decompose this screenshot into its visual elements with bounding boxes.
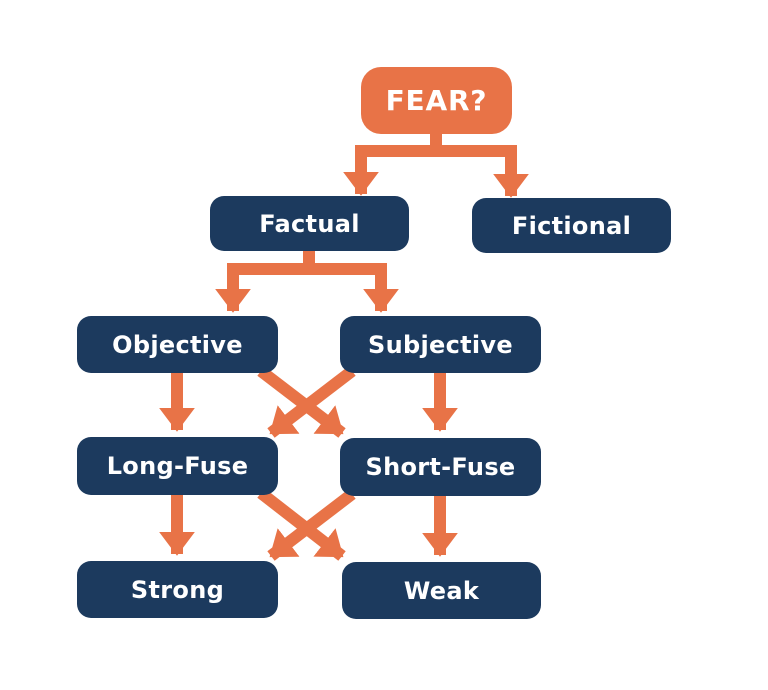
node-factual-label: Factual: [259, 209, 360, 238]
node-short-fuse: Short-Fuse: [340, 438, 541, 496]
node-long-fuse-label: Long-Fuse: [106, 452, 249, 480]
node-long-fuse: Long-Fuse: [77, 437, 278, 495]
node-fear: FEAR?: [361, 67, 512, 134]
node-subjective-label: Subjective: [368, 330, 513, 359]
node-strong: Strong: [77, 561, 278, 618]
arrow-subjective-to-long-fuse: [267, 366, 356, 438]
node-objective: Objective: [77, 316, 278, 373]
arrow-fear-split-bar: [355, 132, 517, 157]
node-fictional-label: Fictional: [511, 211, 632, 240]
node-fictional: Fictional: [472, 198, 671, 253]
node-fear-label: FEAR?: [385, 84, 488, 117]
node-weak-label: Weak: [403, 576, 480, 605]
node-factual: Factual: [210, 196, 409, 251]
arrow-objective-to-short-fuse: [257, 366, 346, 438]
arrow-short-fuse-to-strong: [267, 489, 356, 561]
node-objective-label: Objective: [112, 330, 243, 359]
node-weak: Weak: [342, 562, 541, 619]
arrow-long-fuse-to-weak: [257, 488, 346, 561]
node-short-fuse-label: Short-Fuse: [365, 453, 516, 481]
node-strong-label: Strong: [130, 575, 225, 604]
arrow-factual-split-bar: [227, 250, 387, 275]
node-subjective: Subjective: [340, 316, 541, 373]
